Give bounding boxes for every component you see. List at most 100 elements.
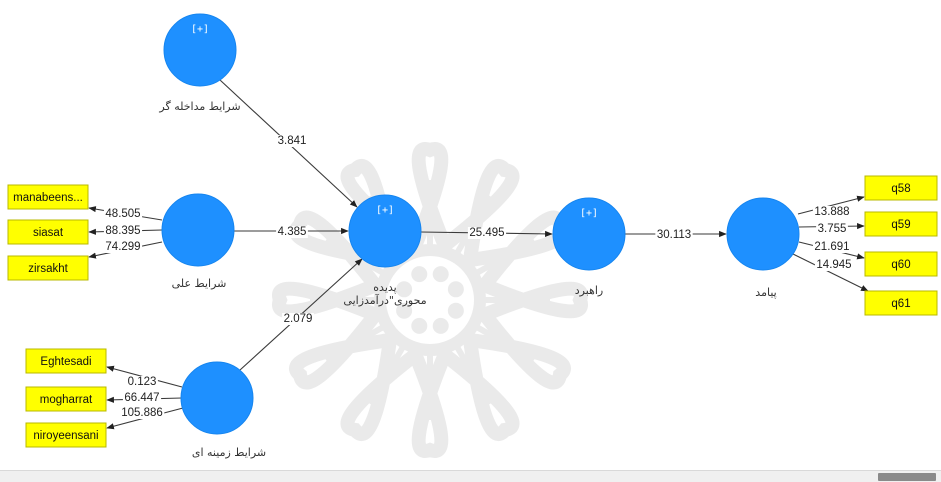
loading-value-siasat-text: 88.395	[105, 225, 140, 237]
indicator-q58[interactable]: q58	[864, 175, 938, 201]
loading-value-q61: 14.945	[814, 259, 854, 271]
coefficient-background	[812, 206, 852, 218]
indicator-box-q58[interactable]	[864, 175, 938, 201]
coefficient-background	[467, 227, 507, 239]
loading-value-manabeens-text: 48.505	[105, 208, 140, 220]
path-coefficient-pdydh>rahbrd-text: 25.495	[469, 227, 504, 239]
latent-variable-pyamd[interactable]: پیامد	[726, 197, 800, 299]
latent-circle-shrayt-ely[interactable]	[161, 193, 235, 267]
loading-value-mogharrat-text: 66.447	[124, 392, 159, 404]
path-coefficient-shrayt-mdakhlh>pdydh: 3.841	[276, 135, 308, 147]
expand-toggle-shrayt-mdakhlh[interactable]: [+]	[191, 24, 209, 35]
indicator-box-siasat[interactable]	[7, 219, 89, 245]
rosette-logo	[272, 142, 588, 458]
loading-value-mogharrat: 66.447	[122, 392, 162, 404]
path-coefficient-shrayt-zmynh>pdydh: 2.079	[282, 313, 314, 325]
indicator-label-niroyeensani: niroyeensani	[33, 430, 98, 442]
latent-circle-shrayt-mdakhlh[interactable]	[163, 13, 237, 87]
latent-label-pdydh: پدیده	[373, 281, 396, 294]
latent-label-rahbrd: راهبرد	[575, 284, 603, 297]
loading-value-zirsakht-text: 74.299	[105, 241, 140, 253]
coefficient-background	[119, 407, 165, 419]
latent-variable-shrayt-ely[interactable]: شرایط علی	[161, 193, 235, 290]
loading-value-niroyeensani-text: 105.886	[121, 407, 163, 419]
path-coefficient-shrayt-mdakhlh>pdydh-text: 3.841	[278, 135, 307, 147]
latent-label-pyamd: پیامد	[755, 286, 776, 299]
loading-value-niroyeensani: 105.886	[119, 407, 165, 419]
indicator-zirsakht[interactable]: zirsakht	[7, 255, 89, 281]
path-coefficient-pdydh>rahbrd: 25.495	[467, 227, 507, 239]
latent-label-2-pdydh: محوری"درآمدزایی	[343, 293, 426, 307]
indicator-label-eghtesadi: Eghtesadi	[40, 356, 91, 368]
latent-circle-rahbrd[interactable]	[552, 197, 626, 271]
latent-variable-shrayt-zmynh[interactable]: شرایط زمینه ای	[180, 361, 266, 459]
indicator-box-q61[interactable]	[864, 290, 938, 316]
latent-variables-layer: [+] شرایط مداخله گر شرایط علی شرایط زمینه ا…	[158, 13, 800, 459]
expand-toggle-pdydh[interactable]: [+]	[376, 205, 394, 216]
latent-variable-shrayt-mdakhlh[interactable]: [+] شرایط مداخله گر	[158, 13, 241, 113]
watermark-rosette-icon	[272, 142, 588, 458]
scrollbar-thumb[interactable]	[878, 473, 936, 481]
indicator-label-q59: q59	[891, 219, 910, 231]
indicator-label-zirsakht: zirsakht	[28, 263, 68, 275]
loading-value-q59: 3.755	[816, 223, 848, 235]
loading-value-q60-text: 21.691	[814, 241, 849, 253]
latent-circle-pyamd[interactable]	[726, 197, 800, 271]
loading-arrow-q61[interactable]	[792, 253, 869, 292]
indicator-q60[interactable]: q60	[864, 251, 938, 277]
horizontal-scrollbar[interactable]	[0, 470, 941, 482]
indicator-q59[interactable]: q59	[864, 211, 938, 237]
coefficient-background	[276, 135, 308, 147]
coefficient-background	[126, 376, 158, 388]
coefficient-background	[103, 241, 143, 253]
loading-value-q58-text: 13.888	[814, 206, 849, 218]
coefficient-background	[655, 229, 693, 241]
indicator-box-manabeens[interactable]	[7, 184, 89, 210]
loading-arrow-q58[interactable]	[797, 195, 865, 215]
indicator-label-manabeens: manabeens...	[13, 192, 83, 204]
loading-value-eghtesadi-text: 0.123	[128, 376, 157, 388]
loading-value-q58: 13.888	[812, 206, 852, 218]
indicator-box-zirsakht[interactable]	[7, 255, 89, 281]
latent-label-shrayt-mdakhlh: شرایط مداخله گر	[158, 100, 240, 113]
coefficient-background	[812, 241, 852, 253]
loading-value-siasat: 88.395	[103, 225, 143, 237]
coefficient-background	[122, 392, 162, 404]
indicator-label-q61: q61	[891, 298, 910, 310]
loading-value-q60: 21.691	[812, 241, 852, 253]
coefficient-background	[816, 223, 848, 235]
coefficient-background	[276, 226, 308, 238]
indicator-manabeens[interactable]: manabeens...	[7, 184, 89, 210]
indicator-label-siasat: siasat	[33, 227, 64, 239]
path-coefficient-rahbrd>pyamd-text: 30.113	[657, 229, 691, 241]
coefficient-background	[103, 225, 143, 237]
indicator-niroyeensani[interactable]: niroyeensani	[25, 422, 107, 448]
latent-circle-pdydh[interactable]	[348, 194, 422, 268]
loading-value-q59-text: 3.755	[818, 223, 847, 235]
indicator-mogharrat[interactable]: mogharrat	[25, 386, 107, 412]
coefficient-background	[103, 208, 143, 220]
coefficient-background	[814, 259, 854, 271]
expand-toggle-rahbrd[interactable]: [+]	[580, 208, 598, 219]
indicator-box-q60[interactable]	[864, 251, 938, 277]
indicator-box-mogharrat[interactable]	[25, 386, 107, 412]
loading-value-eghtesadi: 0.123	[126, 376, 158, 388]
latent-variable-rahbrd[interactable]: [+] راهبرد	[552, 197, 626, 297]
indicator-siasat[interactable]: siasat	[7, 219, 89, 245]
indicator-box-eghtesadi[interactable]	[25, 348, 107, 374]
indicator-eghtesadi[interactable]: Eghtesadi	[25, 348, 107, 374]
indicator-box-q59[interactable]	[864, 211, 938, 237]
indicator-box-niroyeensani[interactable]	[25, 422, 107, 448]
latent-label-shrayt-zmynh: شرایط زمینه ای	[192, 446, 266, 459]
latent-label-shrayt-ely: شرایط علی	[172, 277, 227, 290]
latent-circle-shrayt-zmynh[interactable]	[180, 361, 254, 435]
loading-value-q61-text: 14.945	[816, 259, 851, 271]
indicator-label-q60: q60	[891, 259, 910, 271]
indicator-q61[interactable]: q61	[864, 290, 938, 316]
loading-value-manabeens: 48.505	[103, 208, 143, 220]
path-coefficient-rahbrd>pyamd: 30.113	[655, 229, 693, 241]
